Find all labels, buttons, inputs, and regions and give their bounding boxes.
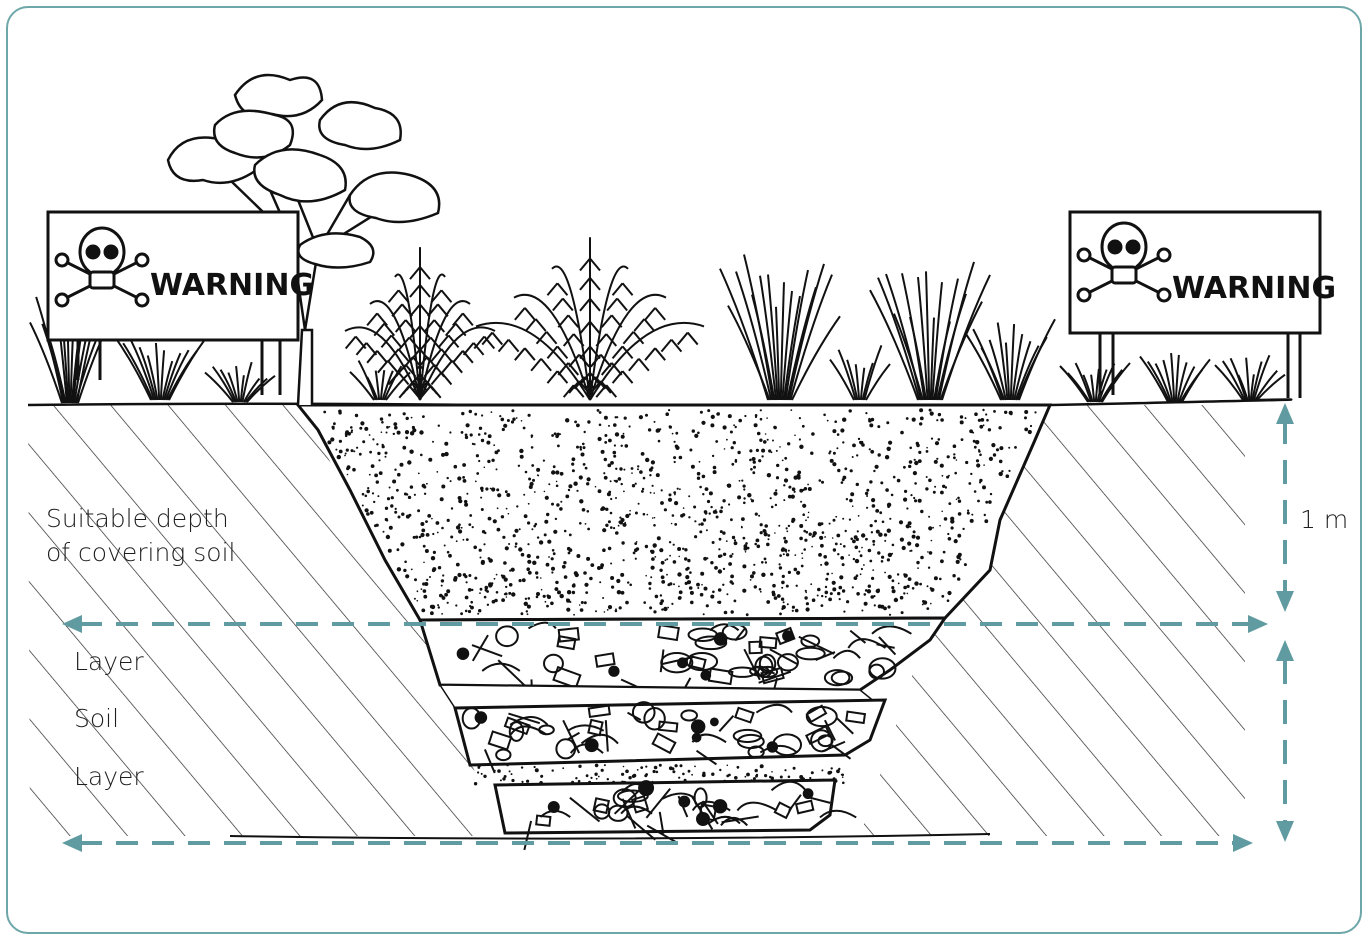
warning-text-right: WARNING (1172, 271, 1336, 306)
arrowhead-down-upper (1276, 591, 1294, 612)
label-depth-line1: Suitable depth (46, 502, 236, 536)
label-suitable-depth: Suitable depth of covering soil (46, 502, 236, 570)
warning-sign-left: WARNING (48, 212, 314, 395)
refuse-layer-middle (455, 700, 885, 773)
label-layer-top: Layer (74, 645, 144, 679)
warning-text-left: WARNING (150, 268, 314, 303)
label-layer-bottom: Layer (74, 760, 144, 794)
label-depth-line2: of covering soil (46, 536, 236, 570)
arrowhead-right-bottom (1233, 834, 1253, 852)
arrowhead-up-lower (1276, 640, 1294, 661)
arrowhead-up-upper (1276, 403, 1294, 424)
arrowhead-right-top (1248, 615, 1268, 633)
label-soil: Soil (74, 702, 119, 736)
label-1m: 1 m (1300, 503, 1348, 537)
warning-sign-right: WARNING (1070, 212, 1336, 398)
arrowhead-left-bottom (62, 834, 82, 852)
arrowhead-down-lower (1276, 821, 1294, 842)
